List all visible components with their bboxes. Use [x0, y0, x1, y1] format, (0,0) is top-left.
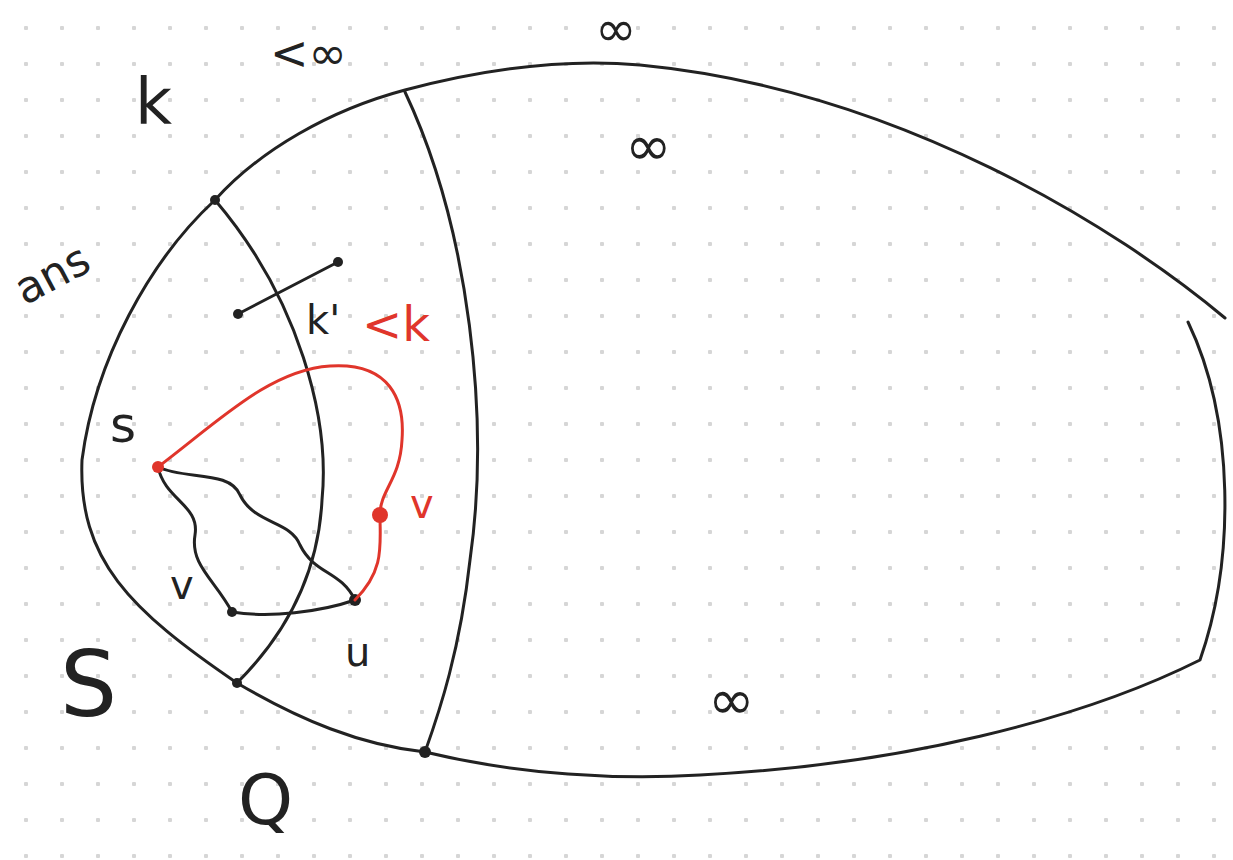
wavy-path [158, 467, 232, 612]
vertex-label: s [110, 400, 136, 450]
point [233, 309, 243, 319]
point [419, 746, 431, 758]
distance-label: k' [306, 300, 340, 340]
point [227, 607, 237, 617]
edge-sketch [232, 600, 355, 614]
infinity-label: ∞ [708, 672, 755, 728]
point [210, 195, 220, 205]
infinity-label: ∞ [625, 118, 672, 174]
point [333, 257, 343, 267]
outer-region-outline [82, 63, 1225, 777]
source-point [152, 461, 164, 473]
red-point [372, 507, 388, 523]
red-path [158, 366, 402, 600]
bound-label: <∞ [270, 30, 347, 76]
set-label: Q [238, 765, 293, 835]
vertex-label: v [410, 484, 434, 524]
vertex-label: u [345, 632, 370, 672]
bound-label: <k [362, 300, 430, 348]
region-q-boundary [405, 92, 477, 752]
distance-label: k [135, 70, 172, 134]
answer-label: ans [7, 237, 96, 312]
vertex-label: v [170, 565, 194, 605]
set-label: S [60, 640, 117, 730]
infinity-label: ∞ [595, 4, 637, 54]
point [232, 678, 242, 688]
